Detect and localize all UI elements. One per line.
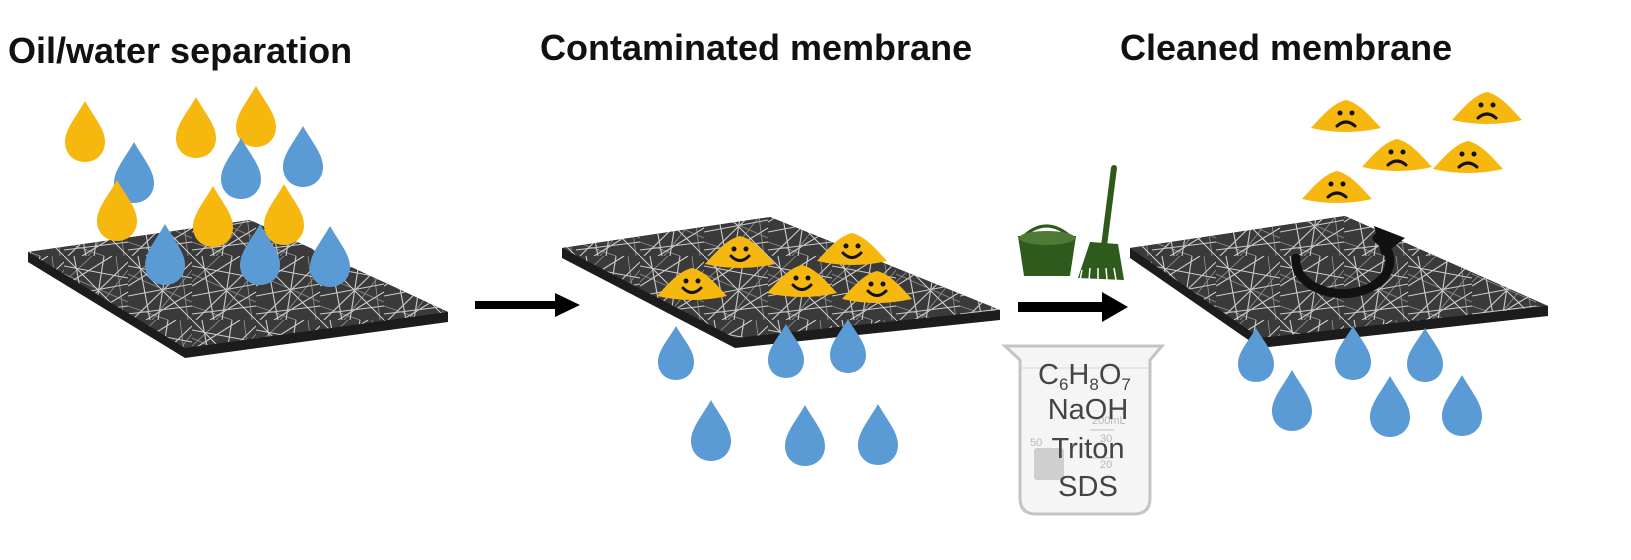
membrane-3 — [1130, 216, 1548, 348]
oil-droplet — [193, 186, 233, 247]
oil-faces-released — [1302, 92, 1522, 203]
beaker-reagent: SDS — [1058, 471, 1118, 503]
smiley-face-icon — [817, 233, 887, 265]
beaker-scale-mark: 200mL — [1092, 415, 1126, 427]
beaker-scale-mark: 30 — [1100, 433, 1112, 445]
beaker-icon: 50 30 20 200mL C6H8O7 NaOH Triton SDS — [1001, 344, 1166, 516]
oil-droplet — [176, 97, 216, 158]
frown-face-icon — [1452, 92, 1522, 124]
frown-face-icon — [1302, 171, 1372, 203]
oil-droplet — [236, 86, 276, 147]
water-droplet — [1407, 328, 1443, 382]
water-droplet — [221, 138, 261, 199]
water-droplet — [283, 126, 323, 187]
water-droplet — [1272, 370, 1312, 431]
oil-droplet — [65, 101, 105, 162]
oil-faces-contaminated — [657, 233, 912, 303]
arrow-1 — [475, 293, 580, 317]
water-droplet — [785, 405, 825, 466]
panel-title-cleaned: Cleaned membrane — [1120, 27, 1452, 68]
beaker-label-patch — [1034, 448, 1064, 480]
beaker-reagent: Triton — [1051, 433, 1124, 465]
broom-icon — [1078, 165, 1124, 281]
beaker-scale-mark: 50 — [1030, 437, 1042, 449]
rotate-arrow-icon — [1291, 226, 1405, 299]
water-droplet — [858, 404, 898, 465]
water-droplet — [691, 400, 731, 461]
membrane-1 — [28, 220, 448, 358]
smiley-face-icon — [657, 268, 727, 300]
frown-face-icon — [1362, 139, 1432, 171]
panel-title-separation: Oil/water separation — [8, 30, 352, 71]
frown-face-icon — [1311, 100, 1381, 132]
frown-face-icon — [1433, 141, 1503, 173]
water-droplet — [1370, 376, 1410, 437]
arrow-2 — [1018, 292, 1128, 322]
beaker-reagent: NaOH — [1048, 394, 1129, 426]
drops-panel-2 — [658, 319, 898, 466]
water-droplet — [1442, 375, 1482, 436]
beaker-scale-mark: 20 — [1100, 459, 1112, 471]
panel-title-contaminated: Contaminated membrane — [540, 27, 972, 68]
oil-droplet — [264, 184, 304, 245]
smiley-face-icon — [842, 271, 912, 303]
beaker-formula: C6H8O7 — [1038, 359, 1131, 394]
smiley-face-icon — [705, 236, 775, 268]
bucket-icon — [1018, 224, 1076, 276]
water-droplet — [310, 226, 350, 287]
smiley-face-icon — [767, 265, 837, 297]
water-droplet — [658, 326, 694, 380]
